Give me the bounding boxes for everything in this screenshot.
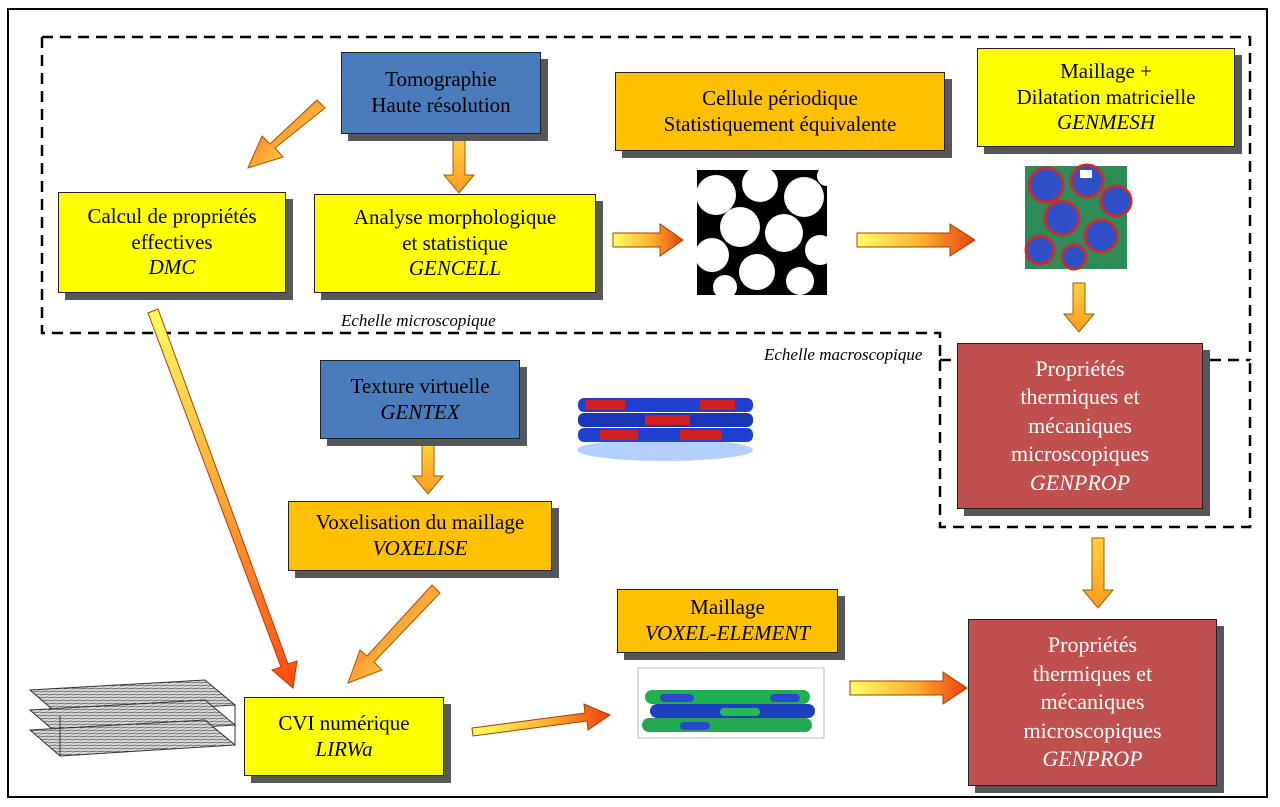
proprietes-micro-line1: Propriétés — [1035, 355, 1125, 381]
proprietes-micro-code: GENPROP — [1029, 469, 1131, 495]
meshed-cell-image — [1024, 163, 1133, 271]
voxelisation-code: VOXELISE — [372, 536, 468, 560]
arrow-cvi-to-voxelmesh — [471, 703, 612, 737]
proprietes-macro-box: Propriétés thermiques et mécaniques micr… — [968, 619, 1217, 786]
texture-line1: Texture virtuelle — [350, 373, 490, 398]
echelle-micro-label: Echelle microscopique — [341, 311, 496, 330]
maillage-dilatation-line1: Maillage + — [1060, 59, 1152, 84]
calcul-code: DMC — [148, 255, 196, 280]
arrow-cellule-to-mesh — [856, 223, 976, 257]
proprietes-micro-line4: microscopiques — [1010, 441, 1150, 467]
proprietes-micro-line2: thermiques et — [1020, 384, 1140, 410]
proprietes-micro-box: Propriétés thermiques et mécaniques micr… — [957, 343, 1203, 509]
proprietes-macro-code: GENPROP — [1042, 746, 1143, 772]
proprietes-macro-line4: microscopiques — [1023, 717, 1162, 743]
proprietes-macro-line2: thermiques et — [1032, 660, 1153, 686]
arrow-mesh-to-proprietes — [1062, 282, 1096, 333]
tomographie-box: Tomographie Haute résolution — [341, 52, 541, 134]
calcul-box: Calcul de propriétés effectives DMC — [58, 192, 286, 293]
proprietes-micro-line3: mécaniques — [1028, 412, 1132, 438]
analyse-line2: et statistique — [402, 230, 508, 255]
arrow-voxel-to-cvi — [347, 584, 441, 684]
maillage-dilatation-line2: Dilatation matricielle — [1016, 84, 1196, 109]
tomographie-line2: Haute résolution — [371, 93, 511, 117]
maillage-voxel-box: Maillage VOXEL-ELEMENT — [617, 589, 838, 653]
arrow-voxelmesh-to-proprietes — [849, 671, 968, 705]
maillage-voxel-line1: Maillage — [690, 595, 765, 620]
texture-box: Texture virtuelle GENTEX — [320, 360, 520, 439]
cellule-line2: Statistiquement équivalente — [663, 111, 897, 136]
cvi-code: LIRWa — [315, 736, 373, 761]
outer-frame — [7, 8, 1268, 798]
periodic-cell-image — [695, 166, 837, 299]
arrow-analyse-to-cellule — [612, 223, 684, 257]
voxelisation-box: Voxelisation du maillage VOXELISE — [288, 501, 552, 571]
cvi-line1: CVI numérique — [278, 710, 410, 735]
microscale-boundary — [40, 35, 1252, 360]
analyse-code: GENCELL — [408, 256, 502, 281]
virtual-texture-image — [577, 398, 753, 461]
analyse-box: Analyse morphologique et statistique GEN… — [314, 194, 596, 293]
calcul-line2: effectives — [131, 229, 213, 254]
echelle-macro-label: Echelle macroscopique — [764, 345, 923, 364]
proprietes-macro-line1: Propriétés — [1047, 632, 1138, 658]
calcul-line1: Calcul de propriétés — [87, 204, 257, 229]
maillage-voxel-code: VOXEL-ELEMENT — [644, 621, 811, 645]
fibrous-preform-image — [28, 679, 237, 757]
proprietes-macro-line3: mécaniques — [1040, 689, 1145, 715]
voxel-mesh-image — [637, 667, 825, 739]
maillage-dilatation-code: GENMESH — [1057, 110, 1155, 135]
arrow-tomo-to-calcul — [247, 99, 326, 169]
cvi-box: CVI numérique LIRWa — [244, 697, 444, 776]
arrow-proprietes-to-proprietes — [1081, 537, 1115, 609]
arrow-texture-to-voxel — [411, 443, 445, 495]
analyse-line1: Analyse morphologique — [353, 205, 557, 230]
maillage-dilatation-box: Maillage + Dilatation matricielle GENMES… — [977, 48, 1235, 147]
tomographie-line1: Tomographie — [385, 67, 497, 92]
cellule-line1: Cellule périodique — [702, 85, 858, 110]
voxelisation-line1: Voxelisation du maillage — [315, 510, 525, 535]
texture-code: GENTEX — [380, 399, 460, 424]
arrow-tomo-to-analyse — [442, 136, 476, 194]
cellule-box: Cellule périodique Statistiquement équiv… — [615, 72, 945, 151]
arrow-dmc-to-cvi — [147, 308, 298, 689]
